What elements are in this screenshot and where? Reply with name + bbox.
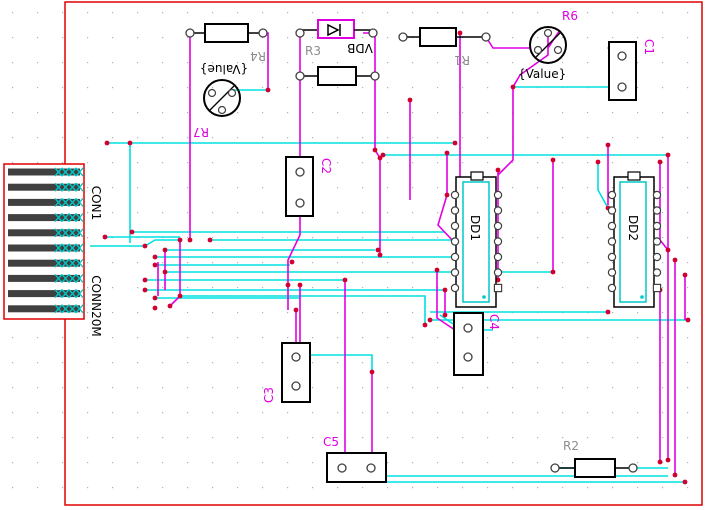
r6-label: R6 — [562, 9, 578, 23]
potentiometer-r6-icon[interactable] — [529, 26, 567, 64]
ic-dd2-icon[interactable] — [607, 171, 662, 308]
c5-label: C5 — [323, 435, 339, 449]
r4-value-label: {Value} — [200, 62, 248, 76]
board-outline — [64, 1, 703, 506]
bottom-layer-tracks — [157, 29, 686, 475]
r6-value-label: {Value} — [518, 67, 566, 81]
diode-vdb-icon[interactable] — [295, 19, 378, 39]
r3-label: R3 — [305, 44, 321, 58]
conn20m-label: CONN20M — [89, 275, 103, 336]
con1-label: CON1 — [89, 186, 103, 220]
resistor-r2-icon[interactable] — [550, 458, 638, 478]
vdb-label: VDB — [347, 41, 373, 55]
dd2-label: DD2 — [626, 215, 640, 241]
potentiometer-r7-icon[interactable] — [203, 79, 241, 117]
capacitor-c3-icon[interactable] — [281, 342, 311, 403]
c1-label: C1 — [642, 39, 656, 55]
r7-label: R7 — [193, 125, 209, 139]
capacitor-c4-icon[interactable] — [453, 312, 484, 376]
r4-label: R4 — [250, 49, 266, 63]
ic-dd1-icon[interactable] — [450, 171, 503, 308]
capacitor-c1-icon[interactable] — [608, 41, 637, 101]
c4-label: C4 — [487, 314, 501, 330]
r2-label: R2 — [563, 439, 579, 453]
dd1-label: DD1 — [468, 215, 482, 241]
c2-label: C2 — [319, 158, 333, 174]
resistor-r4-icon[interactable] — [185, 23, 268, 43]
vias — [102, 30, 691, 485]
resistor-r3-icon[interactable] — [295, 66, 380, 86]
capacitor-c5-icon[interactable] — [326, 452, 387, 483]
r1-label: R1 — [454, 53, 470, 67]
resistor-r1-icon[interactable] — [398, 27, 491, 47]
c3-label: C3 — [262, 387, 276, 403]
connector-con1-icon[interactable] — [3, 163, 85, 320]
labels: R4 {Value} R3 VDB R1 R6 {Value} C1 R7 C2… — [89, 9, 656, 453]
capacitor-c2-icon[interactable] — [285, 156, 314, 217]
components — [3, 19, 662, 483]
